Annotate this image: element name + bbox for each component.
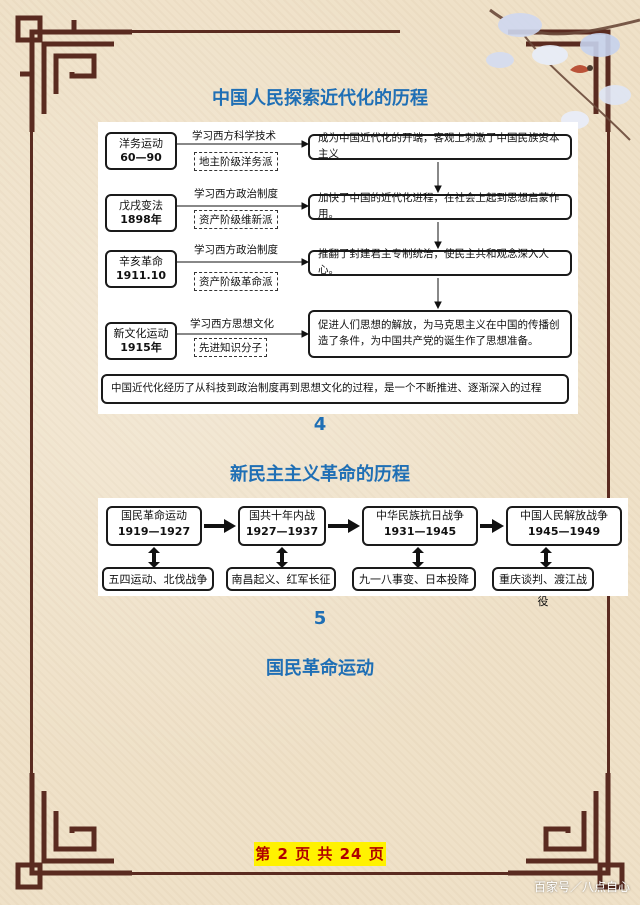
result-box: 加快了中国的近代化进程，在社会上起到思想启蒙作用。: [308, 192, 572, 220]
stage-years: 1911.10: [115, 269, 167, 282]
class-label: 资产阶级革命派: [194, 272, 278, 291]
stage-box-xinhai: 辛亥革命 1911.10: [105, 250, 177, 288]
learn-label: 学习西方科学技术: [192, 130, 276, 142]
stage-years: 1931—1945: [383, 524, 457, 538]
learn-label: 学习西方思想文化: [190, 318, 274, 330]
stage-box-yangwu: 洋务运动 60—90: [105, 132, 177, 170]
section-title-national-revolution: 国民革命运动: [266, 658, 374, 679]
frame-line-left: [30, 130, 33, 775]
page-indicator: 第 2 页 共 24 页: [254, 842, 386, 866]
event-box: 九一八事变、日本投降: [352, 567, 476, 591]
frame-corner-bottom-right: [506, 771, 626, 891]
event-box: 五四运动、北伐战争: [102, 567, 214, 591]
frame-corner-bottom-left: [14, 771, 134, 891]
stage-name: 新文化运动: [113, 327, 169, 341]
event-box: 南昌起义、红军长征: [226, 567, 336, 591]
stage-liberation-war: 中国人民解放战争 1945—1949: [506, 506, 622, 546]
section-title-modernization: 中国人民探索近代化的历程: [212, 88, 428, 109]
modernization-diagram: 洋务运动 60—90 学习西方科学技术 地主阶级洋务派 成为中国近代化的开端，客…: [98, 122, 578, 414]
watermark: 百家号／八点自心: [533, 880, 630, 894]
class-label: 先进知识分子: [194, 338, 267, 357]
stage-name: 国共十年内战: [249, 509, 315, 522]
stage-years: 60—90: [120, 151, 162, 164]
stage-years: 1898年: [120, 213, 162, 226]
summary-box: 中国近代化经历了从科技到政治制度再到思想文化的过程，是一个不断推进、逐渐深入的过…: [101, 374, 569, 404]
stage-national-revolution: 国民革命运动 1919—1927: [106, 506, 202, 546]
stage-name: 辛亥革命: [119, 255, 163, 269]
flower-decoration: [400, 0, 640, 150]
stage-name: 国民革命运动: [121, 509, 187, 522]
event-box: 重庆谈判、渡江战役: [492, 567, 594, 608]
stage-ten-year-civil-war: 国共十年内战 1927—1937: [238, 506, 326, 546]
stage-name: 洋务运动: [119, 137, 163, 151]
frame-corner-top-left: [14, 14, 134, 134]
section-title-new-democratic: 新民主主义革命的历程: [230, 464, 410, 485]
learn-label: 学习西方政治制度: [194, 188, 278, 200]
stage-name: 中华民族抗日战争: [376, 509, 464, 522]
frame-line-top: [130, 30, 400, 33]
result-box: 促进人们思想的解放，为马克思主义在中国的传播创造了条件，为中国共产党的诞生作了思…: [308, 310, 572, 358]
stage-years: 1915年: [120, 341, 162, 354]
frame-line-bottom: [130, 872, 510, 875]
result-box: 推翻了封建君主专制统治，使民主共和观念深入人心。: [308, 248, 572, 276]
result-box: 成为中国近代化的开端，客观上刺激了中国民族资本主义: [308, 132, 572, 160]
class-label: 资产阶级维新派: [194, 210, 278, 229]
stage-years: 1945—1949: [527, 524, 601, 538]
new-democratic-diagram: 国民革命运动 1919—1927 国共十年内战 1927—1937 中华民族抗日…: [98, 498, 628, 608]
stage-name: 中国人民解放战争: [520, 509, 608, 522]
stage-box-wuxu: 戊戌变法 1898年: [105, 194, 177, 232]
connector-lines: [177, 140, 442, 338]
section-number-5: 5: [313, 608, 327, 629]
frame-line-right: [607, 130, 610, 775]
learn-label: 学习西方政治制度: [194, 244, 278, 256]
stage-name: 戊戌变法: [119, 199, 163, 213]
class-label: 地主阶级洋务派: [194, 152, 278, 171]
stage-anti-japanese-war: 中华民族抗日战争 1931—1945: [362, 506, 478, 546]
stage-years: 1919—1927: [117, 524, 191, 538]
stage-arrows: [148, 519, 552, 568]
stage-box-xinwenhua: 新文化运动 1915年: [105, 322, 177, 360]
stage-years: 1927—1937: [245, 524, 319, 538]
section-number-4: 4: [313, 414, 327, 435]
